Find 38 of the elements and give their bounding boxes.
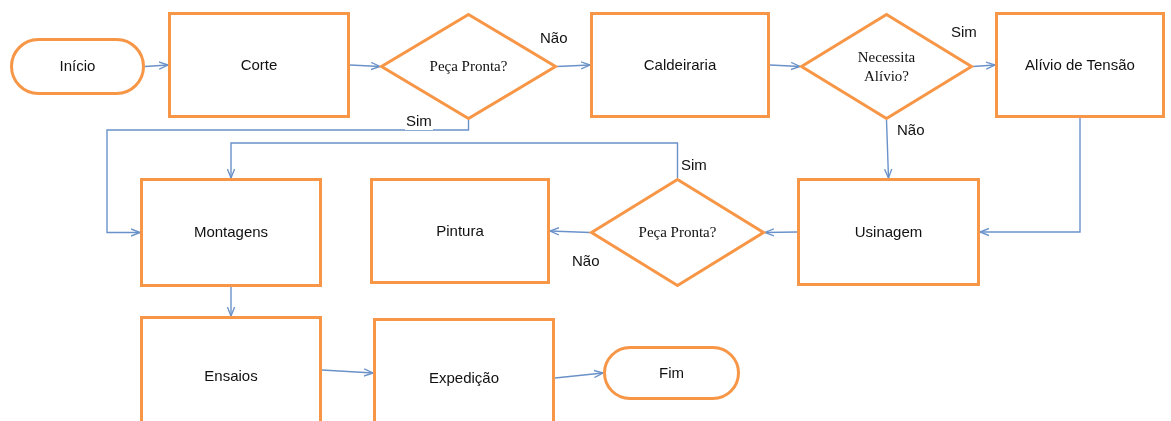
process-box <box>995 12 1165 118</box>
arrow <box>764 228 798 237</box>
arrow <box>226 142 679 179</box>
arrow <box>883 119 893 179</box>
node-label: Pintura <box>436 221 484 241</box>
arrow <box>972 61 996 70</box>
node-label: Peça Pronta? <box>638 223 717 242</box>
arrow <box>554 369 604 379</box>
arrow <box>321 368 374 377</box>
arrow <box>106 119 470 237</box>
node-label: Ensaios <box>204 366 258 386</box>
process-box <box>373 318 555 421</box>
node-label: Peça Pronta? <box>429 57 508 76</box>
arrow <box>144 61 169 70</box>
process-box <box>140 178 322 287</box>
arrow <box>556 61 591 70</box>
node-label: Início <box>59 57 96 76</box>
process-box <box>590 12 770 118</box>
node-label: Montagens <box>193 223 269 242</box>
node-label: Corte <box>240 55 278 75</box>
process-box <box>797 178 980 286</box>
arrow <box>349 61 381 71</box>
node-label: Caldeiraria <box>643 55 717 75</box>
process-box <box>140 316 322 421</box>
arrow <box>226 286 236 317</box>
process-box <box>168 12 350 118</box>
arrow <box>549 227 591 236</box>
process-box <box>370 178 550 284</box>
node-label: Necessita Alívio? <box>856 47 917 86</box>
node-label: Usinagem <box>854 222 923 242</box>
arrow <box>769 61 801 71</box>
terminator-pill <box>10 38 145 95</box>
edge-label: Sim <box>405 113 433 130</box>
node-label: Alívio de Tensão <box>1025 55 1135 75</box>
terminator-pill <box>603 346 740 400</box>
arrow <box>979 117 1081 237</box>
node-label: Expedição <box>428 368 500 388</box>
node-label: Fim <box>659 363 684 383</box>
